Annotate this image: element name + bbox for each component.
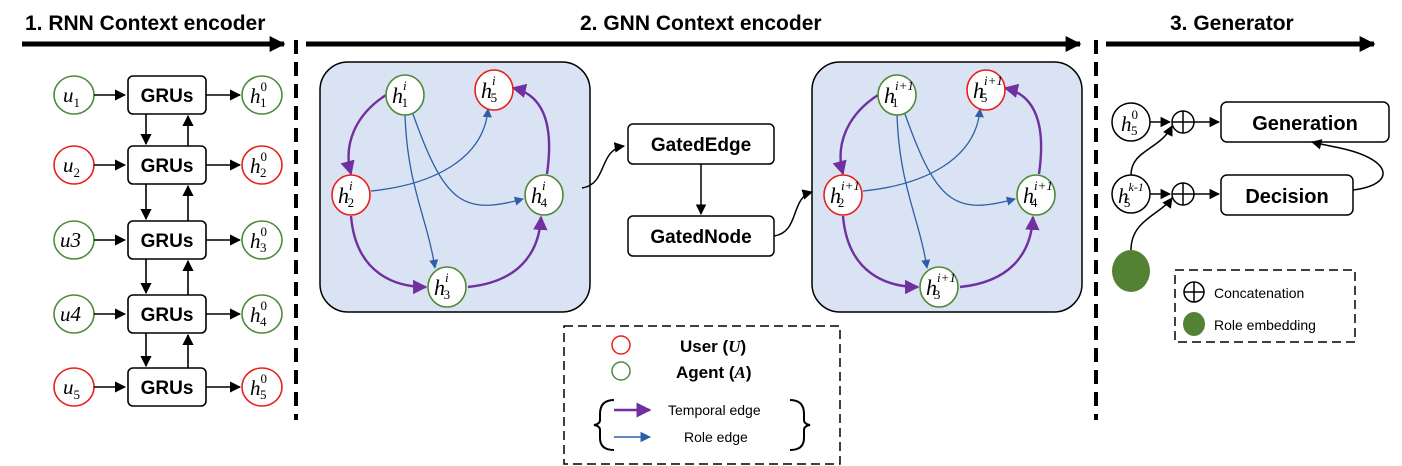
generator-legend-box xyxy=(1174,269,1356,343)
gnn-node xyxy=(474,69,514,111)
legend-user-label: User (U) xyxy=(680,337,746,356)
legend-box xyxy=(563,325,841,465)
role-embedding-to-concat-arrow xyxy=(1130,197,1173,251)
rnn-output-node xyxy=(241,75,283,115)
gru-label: GRUs xyxy=(141,156,194,177)
legend-role-embedding-label: Role embedding xyxy=(1214,317,1316,333)
legend-left-brace xyxy=(593,399,615,451)
gated-edge-label: GatedEdge xyxy=(651,135,751,156)
gnn-node xyxy=(385,74,425,116)
legend-agent-circle xyxy=(611,361,631,381)
generation-box xyxy=(1220,101,1390,143)
role-embedding-dot xyxy=(1112,250,1150,292)
gated-node-label: GatedNode xyxy=(650,227,751,248)
rnn-output-node xyxy=(241,294,283,334)
temporal-edge xyxy=(1003,83,1043,175)
gnn-panel-layer-i xyxy=(319,61,591,313)
legend-role-label: Role edge xyxy=(684,429,748,445)
gru-label: GRUs xyxy=(141,231,194,252)
role-edge xyxy=(896,113,931,269)
gnn-node xyxy=(823,174,863,216)
temporal-edge xyxy=(959,215,1040,289)
temporal-edge xyxy=(841,215,920,295)
role-edge xyxy=(404,113,439,269)
temporal-edge xyxy=(467,215,548,289)
gnn-node xyxy=(1016,174,1056,216)
decision-to-generation-arrow xyxy=(1310,139,1384,191)
gru-label: GRUs xyxy=(141,378,194,399)
gru-label: GRUs xyxy=(141,86,194,107)
role-edge xyxy=(862,108,984,192)
section-title-generator: 3. Generator xyxy=(1170,12,1294,35)
decision-box xyxy=(1220,174,1354,216)
gnn-panel-layer-next xyxy=(811,61,1083,313)
rnn-input-label: u5 xyxy=(63,375,80,402)
rnn-input-label: u2 xyxy=(63,153,80,180)
legend-right-brace xyxy=(789,399,811,451)
gnn-node xyxy=(919,266,959,308)
rnn-output-node xyxy=(241,220,283,260)
generation-label: Generation xyxy=(1252,113,1358,135)
role-edge xyxy=(370,108,492,192)
legend-user-circle xyxy=(611,335,631,355)
rnn-output-node xyxy=(241,145,283,185)
gated-node-to-panel-arrow xyxy=(773,189,814,237)
legend-concat-label: Concatenation xyxy=(1214,285,1304,301)
gnn-node xyxy=(524,174,564,216)
h-bottom-to-top-concat-arrow xyxy=(1130,125,1173,176)
temporal-edge xyxy=(832,93,879,176)
rnn-input-label: u1 xyxy=(63,83,80,110)
legend-temporal-label: Temporal edge xyxy=(668,402,761,418)
role-edge xyxy=(412,113,524,206)
gnn-node xyxy=(966,69,1006,111)
section-title-rnn: 1. RNN Context encoder xyxy=(25,12,265,35)
rnn-input-label: u3 xyxy=(60,228,81,252)
legend-role-embedding-dot xyxy=(1183,312,1205,336)
temporal-edge xyxy=(349,215,428,295)
panel-to-gated-edge-arrow xyxy=(581,142,626,189)
temporal-edge xyxy=(511,83,551,175)
gnn-node xyxy=(427,266,467,308)
decision-label: Decision xyxy=(1245,186,1328,208)
rnn-input-label: u4 xyxy=(60,302,82,326)
rnn-output-node xyxy=(241,367,283,407)
legend-agent-label: Agent (A) xyxy=(676,363,752,382)
role-edge xyxy=(904,113,1016,206)
section-title-gnn: 2. GNN Context encoder xyxy=(580,12,822,35)
gnn-node xyxy=(331,174,371,216)
gru-label: GRUs xyxy=(141,305,194,326)
gnn-node xyxy=(877,74,917,116)
temporal-edge xyxy=(340,93,387,176)
